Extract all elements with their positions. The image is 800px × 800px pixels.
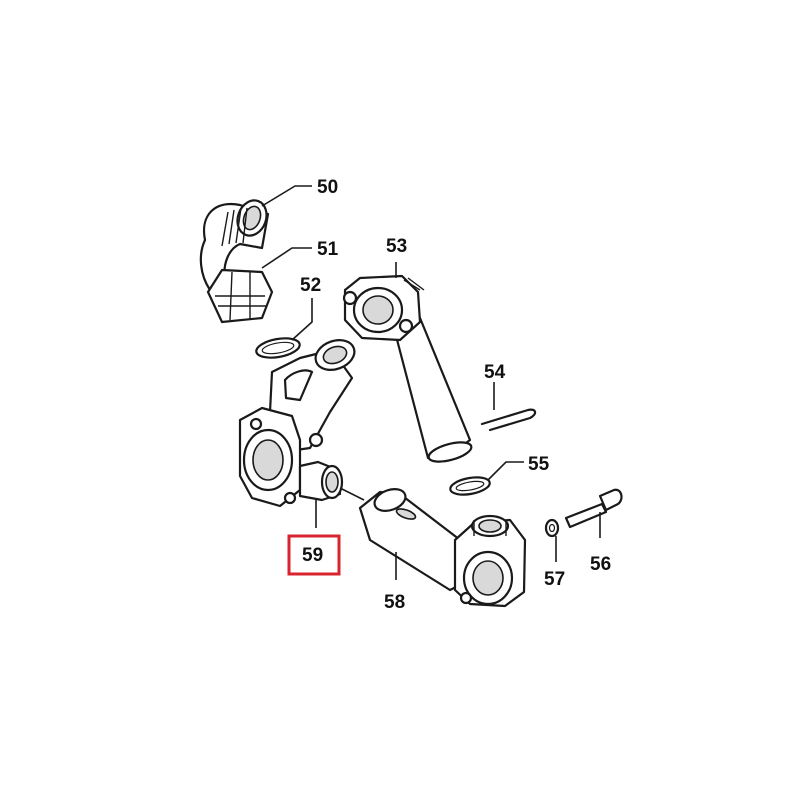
part-55-o-ring: [449, 476, 491, 496]
callout-54: 54: [484, 362, 506, 383]
callout-52: 52: [300, 275, 321, 296]
highlight-box: [287, 534, 341, 576]
part-53-upper-pipe: [342, 274, 473, 463]
part-54-clip: [480, 408, 537, 432]
part-59-manifold-body: [238, 339, 356, 508]
callout-58: 58: [384, 592, 405, 613]
part-50-elbow-fitting: [199, 199, 270, 292]
part-57-washer: [544, 518, 560, 538]
callout-56: 56: [590, 554, 611, 575]
callout-51: 51: [317, 239, 339, 260]
leader-lines: [261, 185, 601, 580]
part-58-lower-pipe: [358, 488, 527, 608]
callout-53: 53: [386, 236, 407, 257]
callout-labels: 50 51 52 53 54 55 56 57 58 59: [300, 177, 611, 613]
callout-57: 57: [544, 569, 565, 590]
callout-50: 50: [317, 177, 338, 198]
callout-59: 59: [302, 545, 323, 566]
part-56-bolt: [564, 488, 623, 529]
part-51-hex-nut: [206, 268, 274, 324]
callout-55: 55: [528, 454, 550, 475]
part-52-o-ring: [255, 337, 301, 359]
